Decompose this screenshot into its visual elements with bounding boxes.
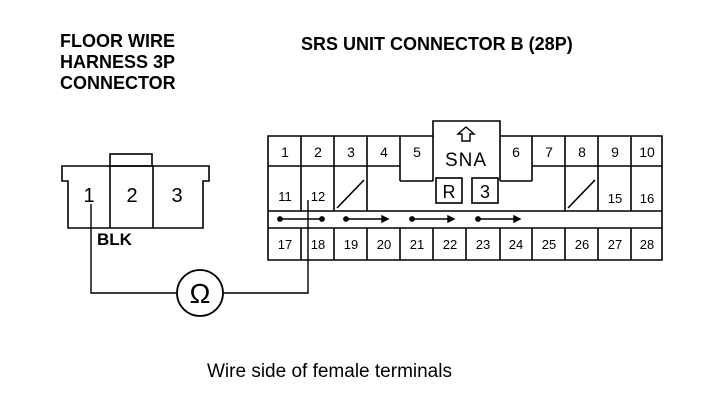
- lead-to-harness-pin1: [90, 204, 176, 294]
- wire-color-label: BLK: [97, 230, 133, 249]
- empty-cavity-14: [567, 179, 596, 209]
- sna-label: SNA: [445, 150, 487, 171]
- srs-pin-28: 28: [640, 237, 654, 252]
- srs-pin-11: 11: [278, 189, 292, 204]
- srs-pin-16: 16: [640, 191, 654, 206]
- srs-pin-17: 17: [278, 237, 292, 252]
- srs-pin-24: 24: [509, 237, 523, 252]
- harness-pin-2: 2: [126, 185, 137, 207]
- srs-pin-1: 1: [281, 144, 289, 160]
- up-arrow-icon: [456, 126, 476, 142]
- harness-title-line1: FLOOR WIRE: [60, 31, 175, 51]
- srs-pin-12: 12: [311, 189, 325, 204]
- srs-connector-title: SRS UNIT CONNECTOR B (28P): [301, 34, 573, 54]
- srs-pin-6: 6: [512, 144, 520, 160]
- srs-pin-15: 15: [608, 191, 622, 206]
- empty-cavity-13: [336, 179, 365, 209]
- srs-pin-20: 20: [377, 237, 391, 252]
- srs-pin-3: 3: [347, 144, 355, 160]
- srs-pin-27: 27: [608, 237, 622, 252]
- srs-pin-2: 2: [314, 144, 322, 160]
- harness-pin-3: 3: [171, 185, 182, 207]
- srs-pin-23: 23: [476, 237, 490, 252]
- srs-pin-4: 4: [380, 144, 388, 160]
- diagram-caption: Wire side of female terminals: [207, 361, 452, 382]
- harness-pin-1: 1: [83, 185, 94, 207]
- srs-pin-19: 19: [344, 237, 358, 252]
- key-box-3: [471, 177, 499, 204]
- harness-3p-connector: [61, 153, 210, 229]
- srs-pin-25: 25: [542, 237, 556, 252]
- srs-pin-18: 18: [311, 237, 325, 252]
- srs-pin-7: 7: [545, 144, 553, 160]
- ohmmeter-icon: [176, 269, 224, 317]
- srs-outline: [267, 120, 663, 261]
- key-3-label: 3: [480, 182, 490, 202]
- harness-lock-tab: [109, 153, 153, 167]
- harness-title-line3: CONNECTOR: [60, 73, 176, 93]
- srs-pin-5: 5: [413, 144, 421, 160]
- srs-pin-26: 26: [575, 237, 589, 252]
- srs-pin-9: 9: [611, 144, 619, 160]
- srs-pin-8: 8: [578, 144, 586, 160]
- harness-body-outline: [61, 165, 210, 229]
- shorting-bars: [277, 214, 522, 224]
- test-leads: [90, 200, 309, 317]
- key-box-r: [435, 177, 463, 204]
- srs-pin-10: 10: [639, 144, 655, 160]
- srs-pin-21: 21: [410, 237, 424, 252]
- ohm-symbol: Ω: [190, 278, 211, 309]
- lead-to-srs-pin12: [224, 200, 309, 294]
- harness-title-line2: HARNESS 3P: [60, 52, 175, 72]
- srs-pin-22: 22: [443, 237, 457, 252]
- key-r-label: R: [443, 182, 456, 202]
- srs-connector-body: [267, 120, 663, 261]
